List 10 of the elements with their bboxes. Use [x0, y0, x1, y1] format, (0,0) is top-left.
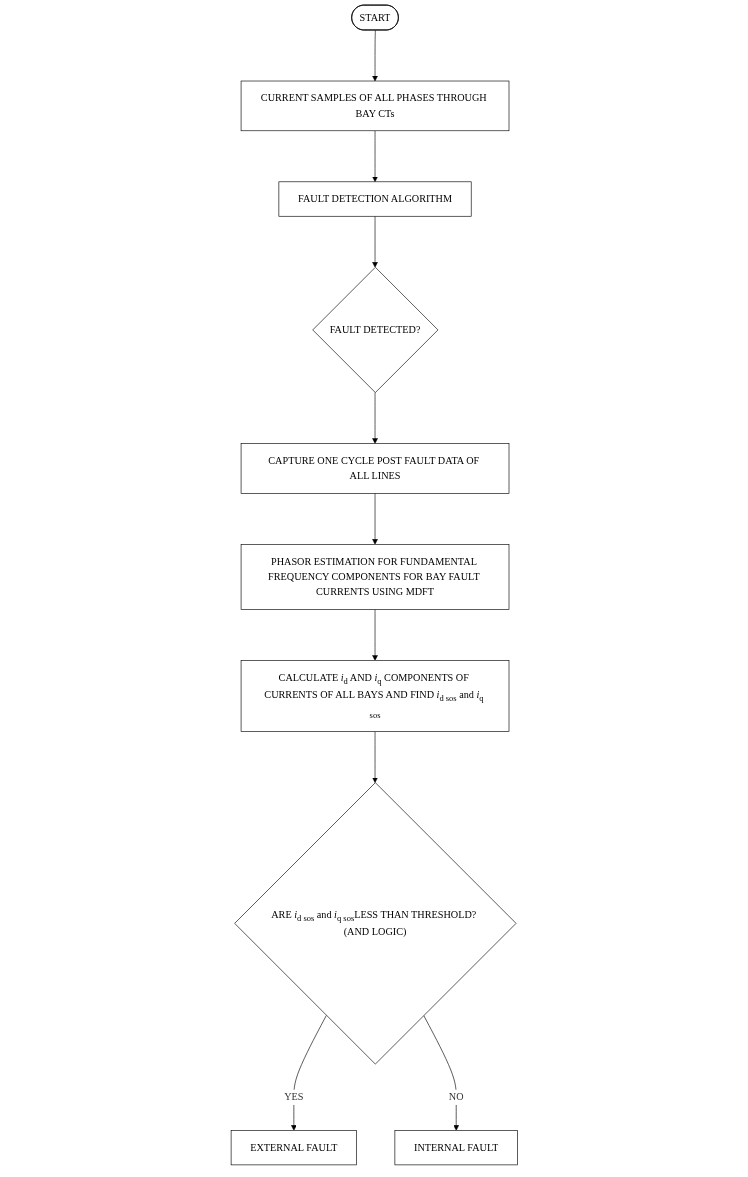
- node-box: FAULT DETECTION ALGORITHM: [278, 181, 472, 217]
- node-box: PHASOR ESTIMATION FOR FUNDAMENTAL FREQUENCY COMPONENTS FOR BAY FAULT CURRENTS USING MDFT: [240, 544, 509, 610]
- node-box: CAPTURE ONE CYCLE POST FAULT DATA OF ALL LINES: [240, 443, 509, 494]
- edge-label: YES: [283, 1091, 304, 1103]
- node-box: INTERNAL FAULT: [394, 1130, 518, 1166]
- node-diamond: ARE i$_{d sos}$ and i$_{q sos}$LESS THAN THRESHOLD? (AND LOGIC): [234, 782, 517, 1065]
- node-box: EXTERNAL FAULT: [230, 1130, 357, 1166]
- node-box: CURRENT SAMPLES OF ALL PHASES THROUGH BAY CTs: [240, 80, 509, 132]
- edge-label: NO: [448, 1091, 464, 1103]
- node-diamond: FAULT DETECTED?: [312, 266, 438, 393]
